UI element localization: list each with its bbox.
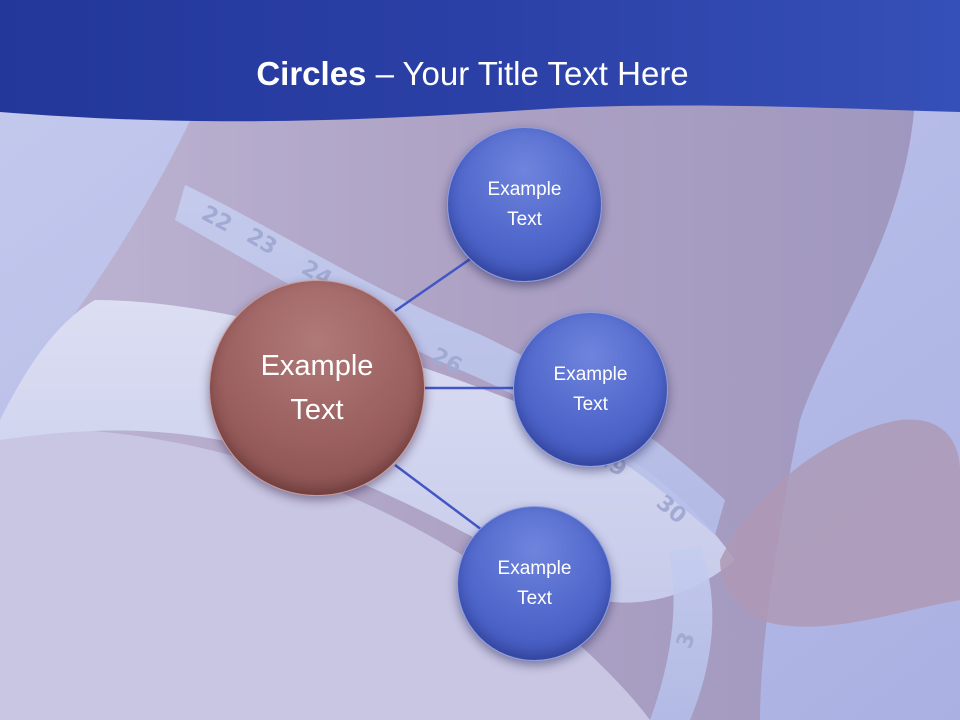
main-circle[interactable]: Example Text	[209, 280, 425, 496]
slide-title-bold: Circles	[256, 55, 367, 92]
title-banner	[0, 0, 960, 122]
satellite-circle-label: Example Text	[497, 557, 572, 609]
satellite-circle-bottom[interactable]: Example Text	[457, 506, 612, 661]
slide-title: Circles – Your Title Text Here	[0, 52, 945, 96]
main-circle-label: Example Text	[260, 350, 374, 426]
satellite-circle-top[interactable]: Example Text	[447, 127, 602, 282]
slide-title-rest: – Your Title Text Here	[366, 55, 689, 92]
connector-line-top	[394, 253, 477, 313]
satellite-circle-label: Example Text	[487, 178, 562, 230]
connector-line-bottom	[394, 463, 483, 532]
satellite-circle-label: Example Text	[553, 363, 628, 415]
satellite-circle-middle[interactable]: Example Text	[513, 312, 668, 467]
